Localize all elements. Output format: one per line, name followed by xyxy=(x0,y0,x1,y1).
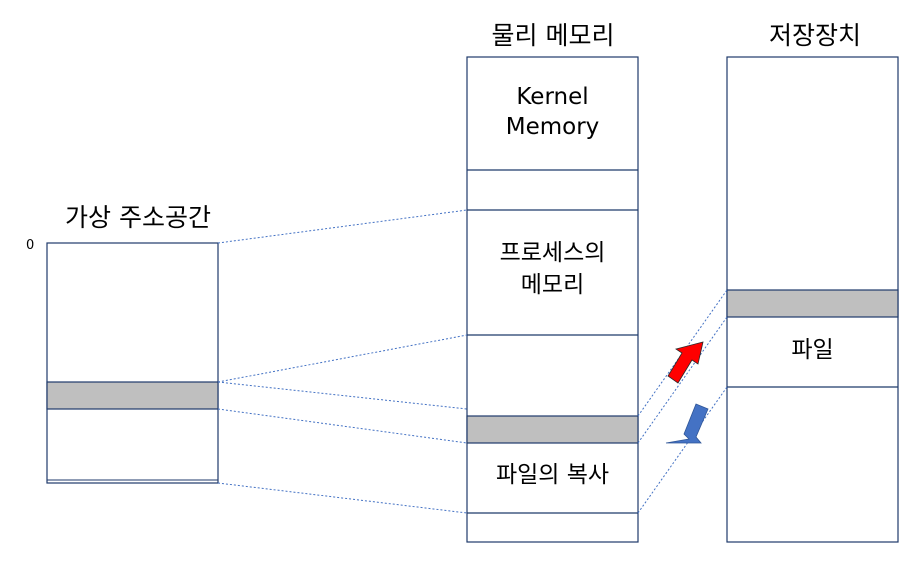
physical-mapped-region xyxy=(466,415,639,444)
guide-line-mapped-bottom xyxy=(217,408,468,444)
guide-line-mapped-top xyxy=(217,381,468,410)
process-memory-label-line2: 메모리 xyxy=(520,272,585,298)
guide-line-process-bottom xyxy=(217,334,468,383)
physical-memory-box xyxy=(466,56,639,543)
physical-memory-title: 물리 메모리 xyxy=(491,21,615,50)
virtual-mapped-region xyxy=(46,381,219,410)
arrow-up-icon xyxy=(667,341,704,384)
storage-file-label: 파일 xyxy=(791,337,834,363)
storage-title: 저장장치 xyxy=(768,21,861,50)
process-memory-label-line1: 프로세스의 xyxy=(499,240,606,266)
virtual-address-space-title: 가상 주소공간 xyxy=(65,203,211,232)
virtual-address-space-box xyxy=(46,242,219,484)
kernel-memory-label-line2: Memory xyxy=(505,114,600,140)
kernel-memory-label-line1: Kernel xyxy=(516,84,589,110)
file-copy-label: 파일의 복사 xyxy=(495,462,610,488)
guide-line-process-top xyxy=(217,209,468,244)
guide-line-bottom xyxy=(217,482,468,514)
guide-line-storage-mid xyxy=(637,316,728,444)
guide-line-storage-bottom xyxy=(637,386,728,514)
storage-mapped-region xyxy=(726,289,899,318)
arrow-down-icon xyxy=(665,403,709,444)
address-origin-label: 0 xyxy=(26,238,35,253)
